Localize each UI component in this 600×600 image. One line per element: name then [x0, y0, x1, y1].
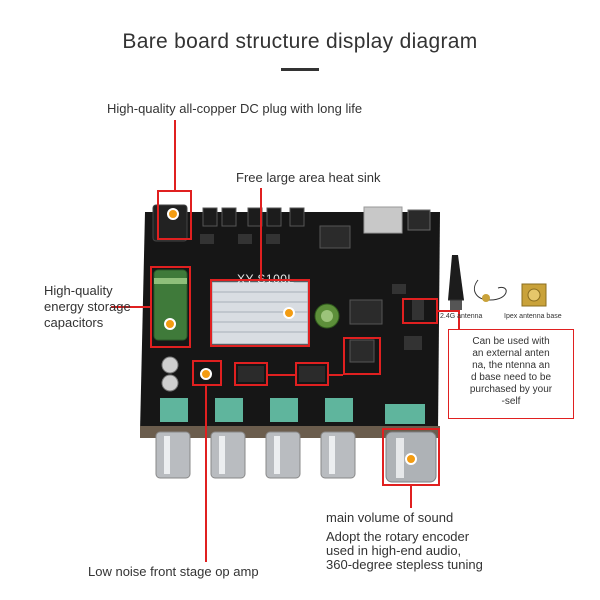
volume-description-label: Adopt the rotary encoder used in high-en…: [326, 529, 483, 572]
pot-base-3: [270, 398, 298, 422]
title-underline: [281, 68, 319, 71]
op-amp-callout-box-3: [295, 362, 329, 386]
op-amp-leader-line: [205, 386, 207, 562]
chip-callout-box: [343, 337, 381, 375]
screw-terminals: [202, 207, 305, 227]
dc-plug-marker-dot: [167, 208, 179, 220]
heat-sink-callout-box: [210, 279, 310, 347]
pot-base-1: [160, 398, 188, 422]
ipex-cable-graphic: [474, 279, 507, 302]
volume-title-label: main volume of sound: [326, 510, 454, 525]
heat-sink-leader-line: [260, 188, 262, 280]
antenna-port-callout-box: [402, 298, 438, 324]
usb-port: [363, 206, 403, 234]
heat-sink-label: Free large area heat sink: [236, 170, 381, 185]
capacitor-leader-line: [111, 306, 151, 308]
chip-connector-line: [329, 374, 343, 376]
pot-base-2: [215, 398, 243, 422]
dc-plug-leader-line: [174, 120, 176, 192]
antenna-graphic: [448, 255, 464, 310]
op-amp-label: Low noise front stage op amp: [88, 564, 259, 579]
capacitor-marker-dot: [164, 318, 176, 330]
antenna-leader-line: [438, 310, 460, 312]
ipex-base-graphic: [521, 283, 547, 307]
storage-capacitor: [153, 269, 188, 341]
encoder-marker-dot: [405, 453, 417, 465]
capacitor-callout-box: [150, 266, 191, 348]
capacitor-label: High-quality energy storage capacitors: [44, 283, 131, 330]
antenna-note-box: Can be used with an external anten na, t…: [448, 329, 574, 419]
op-amp-callout-box-1: [192, 360, 222, 386]
encoder-base: [385, 404, 425, 424]
pot-base-4: [325, 398, 353, 422]
antenna-label: 2.4G antenna: [440, 313, 483, 320]
encoder-callout-box: [382, 428, 440, 486]
heat-sink-marker-dot: [283, 307, 295, 319]
op-amp-connector-line: [268, 374, 295, 376]
dc-plug-label: High-quality all-copper DC plug with lon…: [107, 101, 363, 116]
encoder-leader-line: [410, 486, 412, 508]
heat-sink: [211, 281, 309, 345]
tone-knobs: [155, 431, 356, 479]
op-amp-callout-box-2: [234, 362, 268, 386]
antenna-note-leader-line: [458, 310, 460, 330]
page-title: Bare board structure display diagram: [122, 30, 478, 53]
op-amp-marker-dot: [200, 368, 212, 380]
ipex-base-label: Ipex antenna base: [504, 313, 562, 320]
